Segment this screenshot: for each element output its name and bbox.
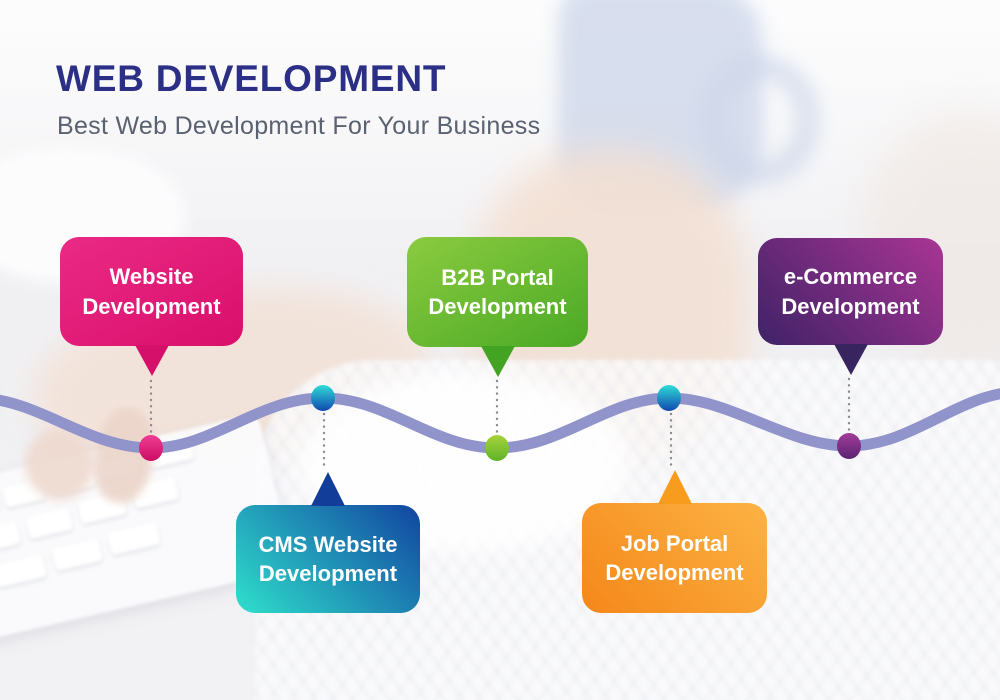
timeline-dot-job	[657, 385, 681, 411]
timeline-dot-website	[139, 435, 163, 461]
bubble-b2b-portal-development: B2B Portal Development	[407, 237, 588, 377]
timeline-dot-cms	[311, 385, 335, 411]
page-title: WEB DEVELOPMENT	[56, 58, 447, 99]
bubble-label: Job Portal Development	[605, 530, 744, 585]
timeline-dot-ecommerce	[837, 433, 861, 459]
bubble-pointer-up	[657, 470, 692, 504]
bubble-label: CMS Website Development	[258, 531, 398, 586]
bubble-website-development: Website Development	[60, 237, 243, 376]
bubble-label: e-Commerce Development	[781, 264, 920, 319]
bubble-cms-website-development: CMS Website Development	[236, 472, 420, 613]
page-subtitle: Best Web Development For Your Business	[57, 112, 541, 140]
bubble-pointer-down	[134, 345, 169, 376]
bubble-pointer-down	[833, 344, 868, 375]
bubble-label: B2B Portal Development	[428, 264, 567, 319]
bubble-pointer-down	[480, 346, 515, 377]
bubble-pointer-up	[311, 472, 345, 506]
timeline-dot-b2b	[485, 435, 509, 461]
bubble-job-portal-development: Job Portal Development	[582, 470, 767, 613]
bubble-label: Website Development	[82, 264, 221, 319]
bubble-ecommerce-development: e-Commerce Development	[758, 238, 943, 375]
